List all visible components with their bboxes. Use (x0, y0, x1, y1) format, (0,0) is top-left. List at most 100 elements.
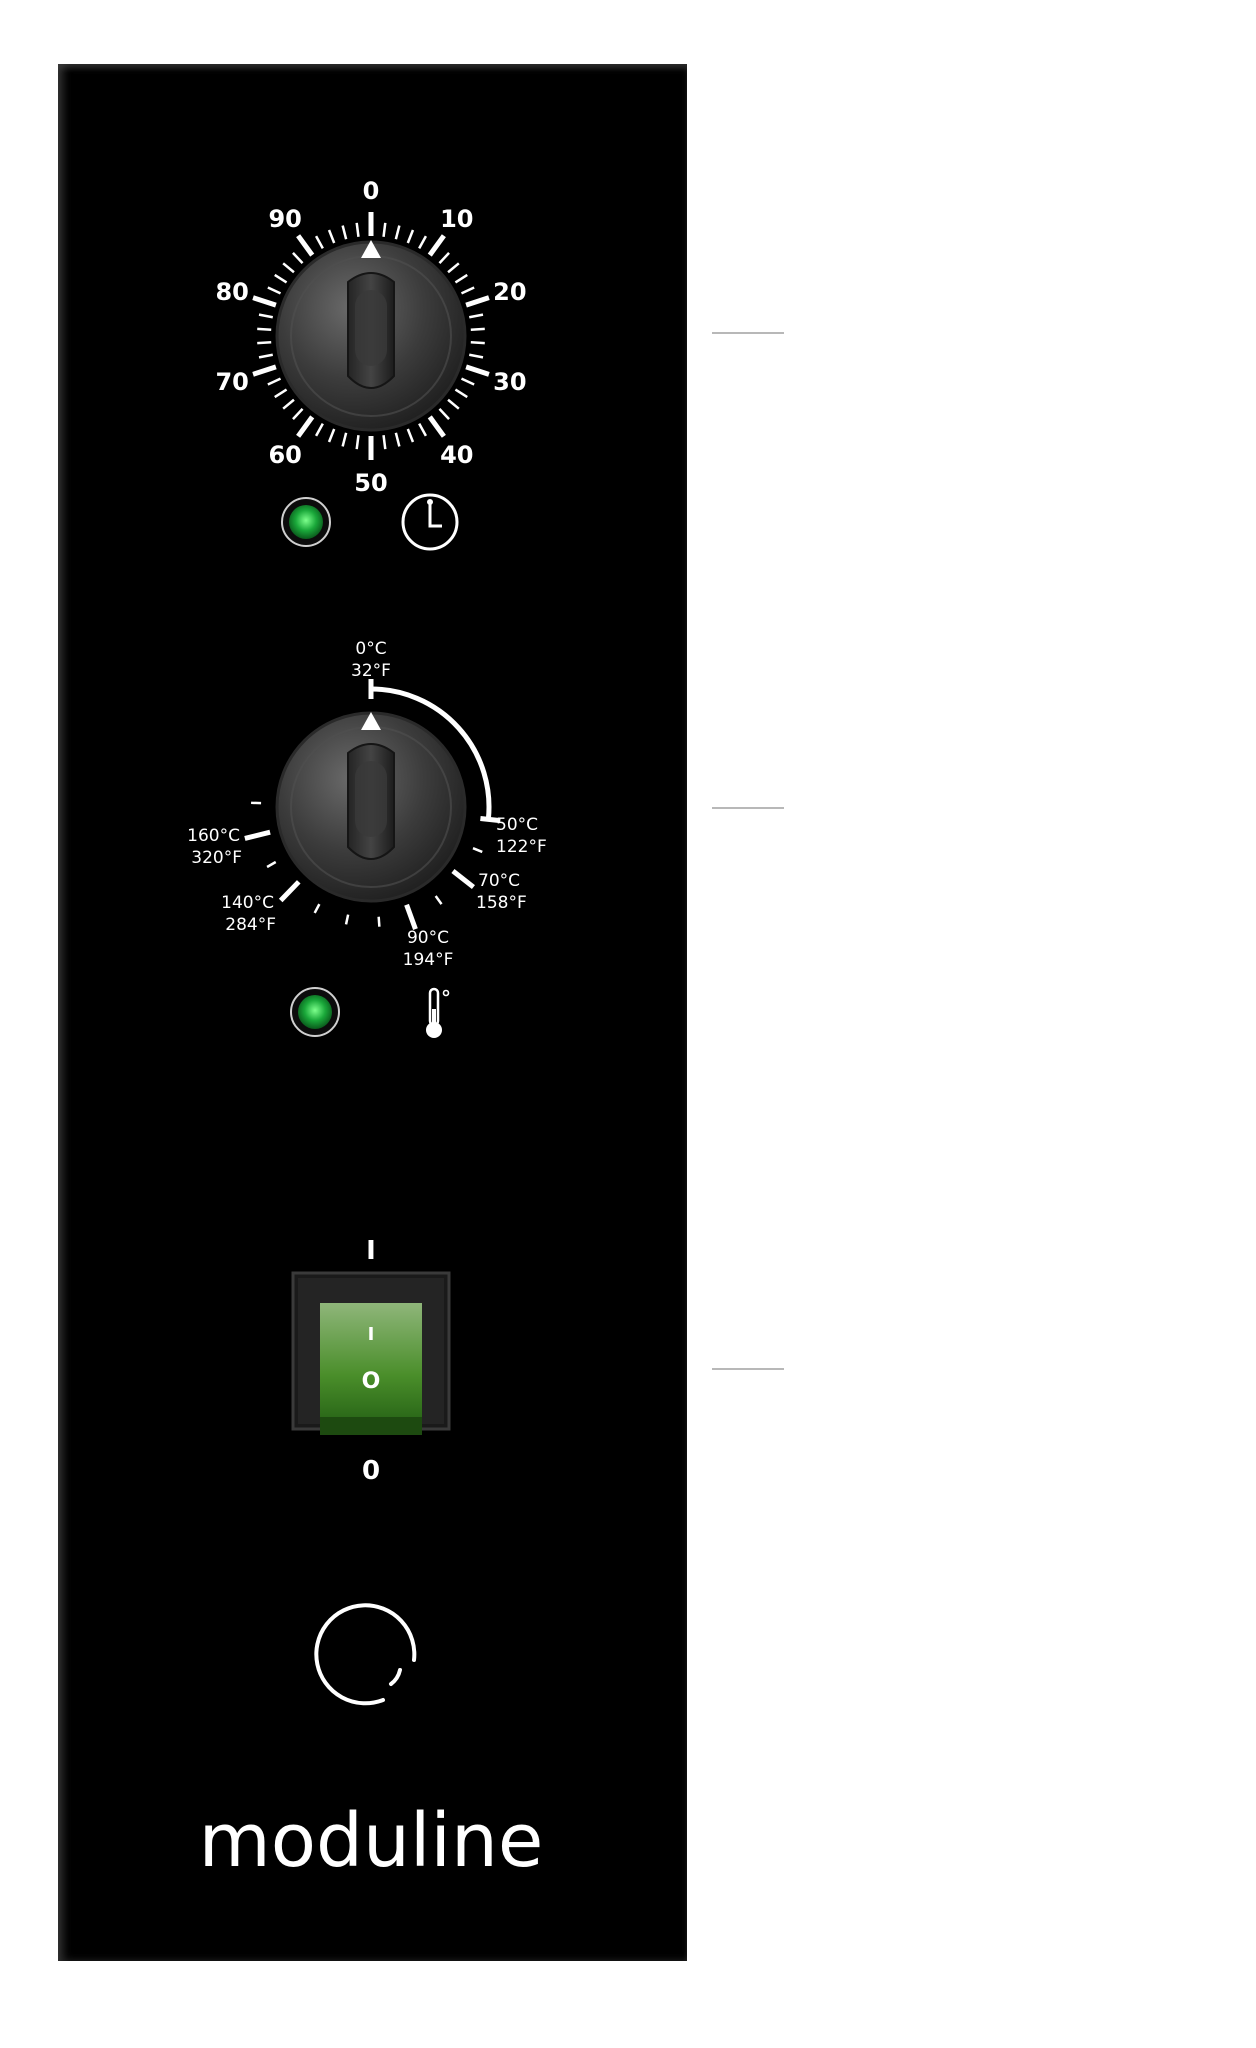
thermostat-minor-tick (434, 895, 443, 905)
timer-major-tick (465, 295, 490, 308)
timer-minor-tick (258, 313, 274, 319)
timer-label-50: 50 (354, 469, 387, 497)
timer-indicator-light (281, 497, 331, 547)
timer-label-40: 40 (440, 441, 473, 469)
timer-knob[interactable] (275, 240, 467, 432)
timer-major-tick (465, 364, 490, 377)
timer-label-0: 0 (363, 177, 380, 205)
timer-label-30: 30 (493, 368, 526, 396)
timer-minor-tick (468, 353, 484, 359)
timer-minor-tick (314, 423, 324, 437)
thermostat-major-tick (278, 880, 301, 903)
timer-major-tick (296, 234, 315, 257)
timer-label-90: 90 (268, 205, 301, 233)
timer-minor-tick (438, 408, 450, 420)
thermo-label-320f: 320°F (191, 848, 242, 868)
timer-minor-tick (341, 225, 348, 240)
timer-minor-tick (257, 327, 272, 331)
thermostat-major-tick (244, 829, 271, 841)
timer-minor-tick (267, 286, 282, 295)
thermo-label-90c: 90°C (407, 928, 449, 948)
timer-minor-tick (257, 341, 272, 345)
timer-minor-tick (470, 327, 485, 331)
timer-minor-tick (406, 428, 415, 443)
timer-callout-line (712, 332, 784, 334)
moduline-logo-icon (314, 1603, 417, 1706)
thermometer-icon (426, 987, 450, 1038)
thermo-label-0c: 0°C (355, 639, 386, 659)
timer-minor-tick (394, 225, 401, 240)
timer-minor-tick (418, 423, 428, 437)
timer-minor-tick (470, 341, 485, 345)
thermo-label-50c: 50°C (496, 815, 538, 835)
timer-minor-tick (355, 222, 360, 237)
thermostat-minor-tick (344, 914, 350, 925)
timer-minor-tick (292, 408, 304, 420)
rocker-on-mark: I (368, 1324, 375, 1345)
thermostat-major-tick (404, 903, 418, 931)
timer-major-tick (427, 234, 446, 257)
timer-label-20: 20 (493, 278, 526, 306)
thermostat-dial (244, 679, 501, 931)
timer-minor-tick (382, 222, 387, 237)
timer-major-tick (252, 295, 277, 308)
thermostat-arc-cap (480, 816, 501, 824)
thermostat-indicator-light (290, 987, 340, 1037)
timer-label-70: 70 (215, 368, 248, 396)
switch-on-label: I (366, 1236, 376, 1266)
thermo-label-70c: 70°C (478, 871, 520, 891)
timer-minor-tick (327, 229, 336, 244)
timer-minor-tick (341, 432, 348, 447)
timer-minor-tick (394, 432, 401, 447)
thermostat-minor-tick (266, 860, 277, 869)
timer-major-tick (427, 415, 446, 438)
timer-minor-tick (258, 353, 274, 359)
clock-icon (401, 493, 459, 551)
timer-minor-tick (406, 229, 415, 244)
thermo-label-160c: 160°C (187, 826, 240, 846)
switch-callout-line (712, 1368, 784, 1370)
timer-label-10: 10 (440, 205, 473, 233)
thermostat-callout-line (712, 807, 784, 809)
timer-minor-tick (460, 377, 475, 386)
timer-minor-tick (454, 388, 468, 399)
timer-minor-tick (460, 286, 475, 295)
thermostat-minor-tick (377, 916, 381, 927)
thermostat-knob[interactable] (275, 711, 467, 903)
thermostat-minor-tick (313, 903, 321, 914)
thermostat-pointer-icon (361, 712, 381, 730)
timer-major-tick (296, 415, 315, 438)
thermo-label-122f: 122°F (496, 837, 547, 857)
timer-minor-tick (382, 435, 387, 450)
rocker-face[interactable] (320, 1303, 422, 1435)
timer-minor-tick (282, 398, 295, 410)
timer-minor-tick (355, 435, 360, 450)
thermo-label-284f: 284°F (225, 915, 276, 935)
timer-minor-tick (314, 235, 324, 249)
power-rocker-switch[interactable]: I O (291, 1271, 451, 1435)
timer-major-tick (252, 364, 277, 377)
timer-minor-tick (438, 252, 450, 264)
timer-minor-tick (274, 273, 288, 284)
thermo-label-32f: 32°F (351, 661, 391, 681)
timer-minor-tick (267, 377, 282, 386)
brand-name: moduline (199, 1798, 544, 1884)
timer-minor-tick (454, 273, 468, 284)
timer-label-60: 60 (268, 441, 301, 469)
thermostat-major-tick (451, 869, 475, 890)
thermo-label-194f: 194°F (403, 950, 454, 970)
timer-minor-tick (468, 313, 484, 319)
timer-dial: 0 10 20 30 40 50 60 70 80 90 (215, 177, 526, 497)
timer-pointer-icon (361, 240, 381, 258)
rocker-off-mark: O (362, 1369, 381, 1394)
thermostat-minor-tick (472, 847, 483, 854)
timer-minor-tick (418, 235, 428, 249)
switch-off-label: 0 (362, 1456, 380, 1486)
timer-minor-tick (447, 398, 460, 410)
timer-minor-tick (282, 262, 295, 274)
timer-minor-tick (447, 262, 460, 274)
timer-minor-tick (274, 388, 288, 399)
timer-label-80: 80 (215, 278, 248, 306)
